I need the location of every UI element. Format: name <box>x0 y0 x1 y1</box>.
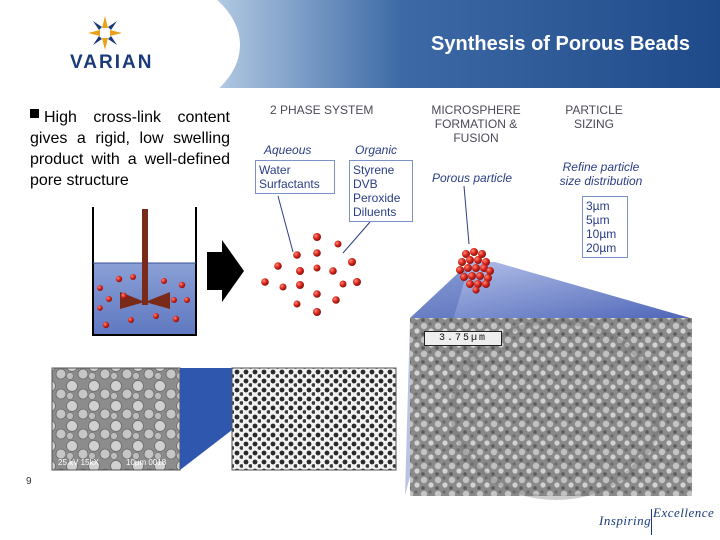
tagline-inspiring: Inspiring <box>599 513 652 528</box>
header-band <box>0 0 720 130</box>
connector-lines <box>277 185 470 254</box>
refine-label: Refine particle size distribution <box>559 160 643 188</box>
process-arrow <box>207 240 244 302</box>
varian-logo-text: VARIAN <box>70 52 154 73</box>
size-item: 20µm <box>586 241 617 255</box>
bullet-text: High cross-link content gives a rigid, l… <box>30 109 230 189</box>
organic-label: Organic <box>355 143 398 157</box>
zoom-panel-small <box>180 368 232 470</box>
header-two-phase: 2 PHASE SYSTEM <box>270 103 374 117</box>
tagline-excellence: Excellence <box>653 505 715 520</box>
header-microsphere: MICROSPHERE FORMATION & FUSION <box>431 103 521 145</box>
size-item: 3µm <box>586 199 610 213</box>
organic-box: Styrene DVB Peroxide Diluents <box>349 160 413 222</box>
page-number: 9 <box>26 476 32 487</box>
porous-particle <box>456 248 494 294</box>
aqueous-item: Water <box>259 163 291 177</box>
size-item: 5µm <box>586 213 610 227</box>
bullet-marker <box>30 109 39 118</box>
tagline-divider <box>651 509 652 535</box>
reactor-vessel <box>92 207 197 336</box>
header-particle-sizing: PARTICLE SIZING <box>565 103 623 131</box>
aqueous-label: Aqueous <box>264 143 312 157</box>
organic-item: Peroxide <box>353 191 401 205</box>
small-sem-label-right: 10µm 0018 <box>126 458 167 467</box>
slide-title: Synthesis of Porous Beads <box>431 33 690 55</box>
small-sem-label-left: 25 kV 15kX <box>58 458 99 467</box>
aqueous-item: Surfactants <box>259 177 320 191</box>
sem-scale-label: 3.75µm <box>424 331 502 346</box>
organic-item: DVB <box>353 177 378 191</box>
varian-star-icon <box>88 16 122 50</box>
size-item: 10µm <box>586 227 617 241</box>
sizes-box: 3µm 5µm 10µm 20µm <box>582 196 628 258</box>
droplets <box>261 233 361 316</box>
aqueous-box: Water Surfactants <box>255 160 335 194</box>
porous-particle-label: Porous particle <box>432 171 513 185</box>
organic-item: Diluents <box>353 205 397 219</box>
organic-item: Styrene <box>353 163 395 177</box>
bullet-point: High cross-link content gives a rigid, l… <box>30 107 230 191</box>
inspiring-excellence-logo: Inspiring Excellence <box>597 505 715 537</box>
pore-structure-sem <box>231 367 397 471</box>
small-beads-sem <box>51 367 181 471</box>
